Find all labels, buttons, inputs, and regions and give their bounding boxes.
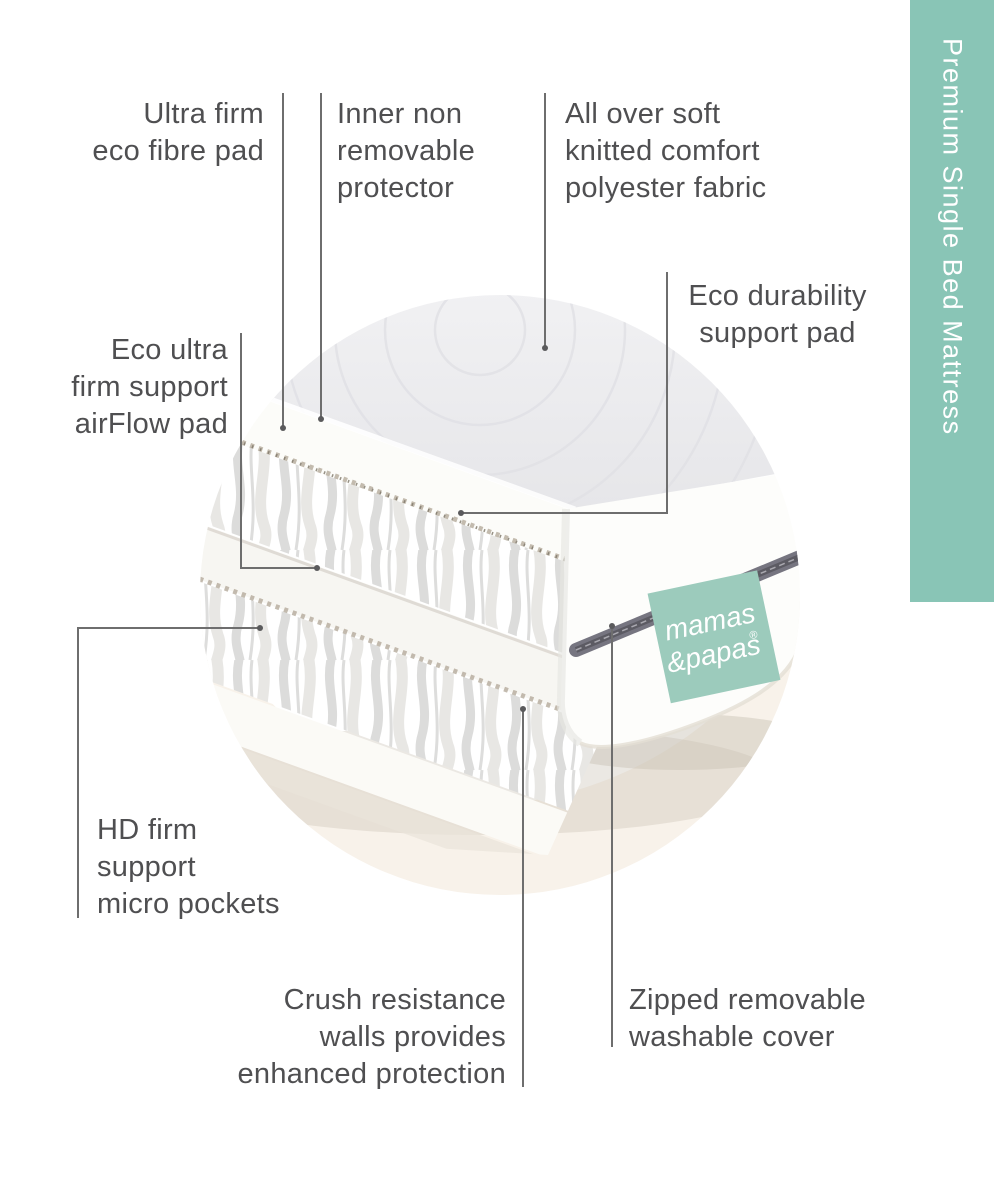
label-inner-non-removable: Inner non removable protector [337, 98, 476, 204]
leader-dot-eco-ultra [314, 565, 320, 571]
side-face-bottom-edge [579, 644, 800, 749]
leader-dot-inner-protector [318, 416, 324, 422]
layer-under-shadow [200, 712, 650, 855]
leader-line-inner-protector [320, 93, 322, 418]
leader-dot-eco-durability [458, 510, 464, 516]
brand-tag-registered: ® [748, 629, 758, 642]
leader-line-eco-durability-v [666, 272, 668, 514]
floor [200, 596, 800, 895]
leader-line-zipped-cover [611, 626, 613, 1047]
leader-line-eco-ultra-h [241, 567, 315, 569]
label-hd-firm-micro-pockets: HD firm support micro pockets [97, 814, 280, 920]
label-all-over-soft-fabric: All over soft knitted comfort polyester … [565, 98, 767, 204]
product-title: Premium Single Bed Mattress [937, 38, 968, 436]
leader-line-eco-ultra-v [240, 333, 242, 569]
layer-eco-fibre-pad [200, 354, 650, 596]
brand-tag: mamas &papas ® [647, 570, 781, 704]
product-title-banner: Premium Single Bed Mattress [910, 0, 994, 602]
leader-line-eco-durability-h [463, 512, 668, 514]
layer-airflow-pad [200, 502, 650, 746]
label-eco-ultra-firm-airflow-pad: Eco ultra firm support airFlow pad [71, 334, 228, 440]
side-face-corner-shade [556, 508, 583, 747]
leader-dot-all-over-soft [542, 345, 548, 351]
label-zipped-removable-cover: Zipped removable washable cover [629, 984, 866, 1053]
leader-dot-crush-resistance [520, 706, 526, 712]
label-crush-resistance-walls: Crush resistance walls provides enhanced… [237, 984, 506, 1090]
leader-dot-hd-firm [257, 625, 263, 631]
label-eco-durability-support-pad: Eco durability support pad [688, 280, 867, 349]
layer-base-pad [200, 658, 650, 855]
cutaway-layers [200, 354, 650, 855]
leader-line-hd-firm-v [77, 627, 79, 918]
leader-line-crush-resistance [522, 711, 524, 1087]
leader-line-ultra-firm [282, 93, 284, 427]
leader-line-hd-firm-h [78, 627, 259, 629]
leader-dot-ultra-firm [280, 425, 286, 431]
layer-springs-upper [200, 408, 650, 688]
leader-dot-zipped-cover [609, 623, 615, 629]
leader-line-all-over-soft [544, 93, 546, 347]
layer-springs-lower [200, 560, 650, 844]
label-ultra-firm-eco-fibre-pad: Ultra firm eco fibre pad [92, 98, 264, 167]
